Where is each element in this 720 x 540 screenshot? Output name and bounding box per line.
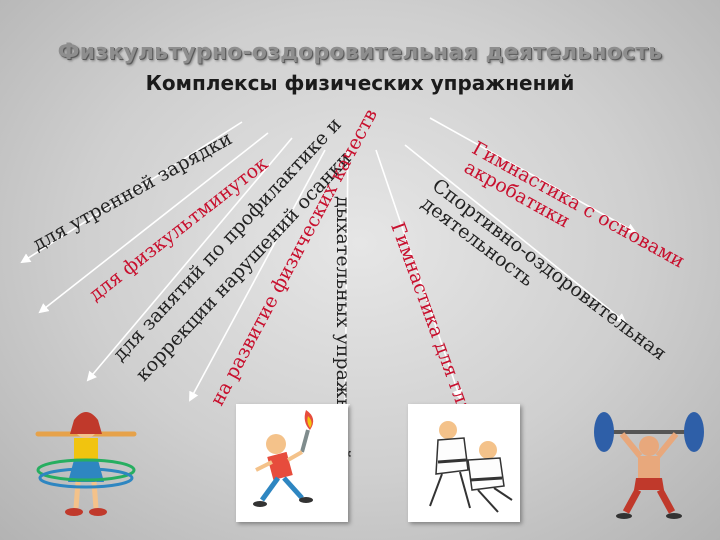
image-weightlifter [590, 404, 708, 522]
torch-runner-icon [236, 404, 348, 522]
image-torch-runner [236, 404, 348, 522]
judo-wrestlers-icon [408, 404, 520, 522]
image-judo [408, 404, 520, 522]
image-hula-hoop [30, 404, 142, 522]
hula-hoop-girl-icon [30, 404, 142, 522]
weightlifter-icon [590, 404, 708, 522]
